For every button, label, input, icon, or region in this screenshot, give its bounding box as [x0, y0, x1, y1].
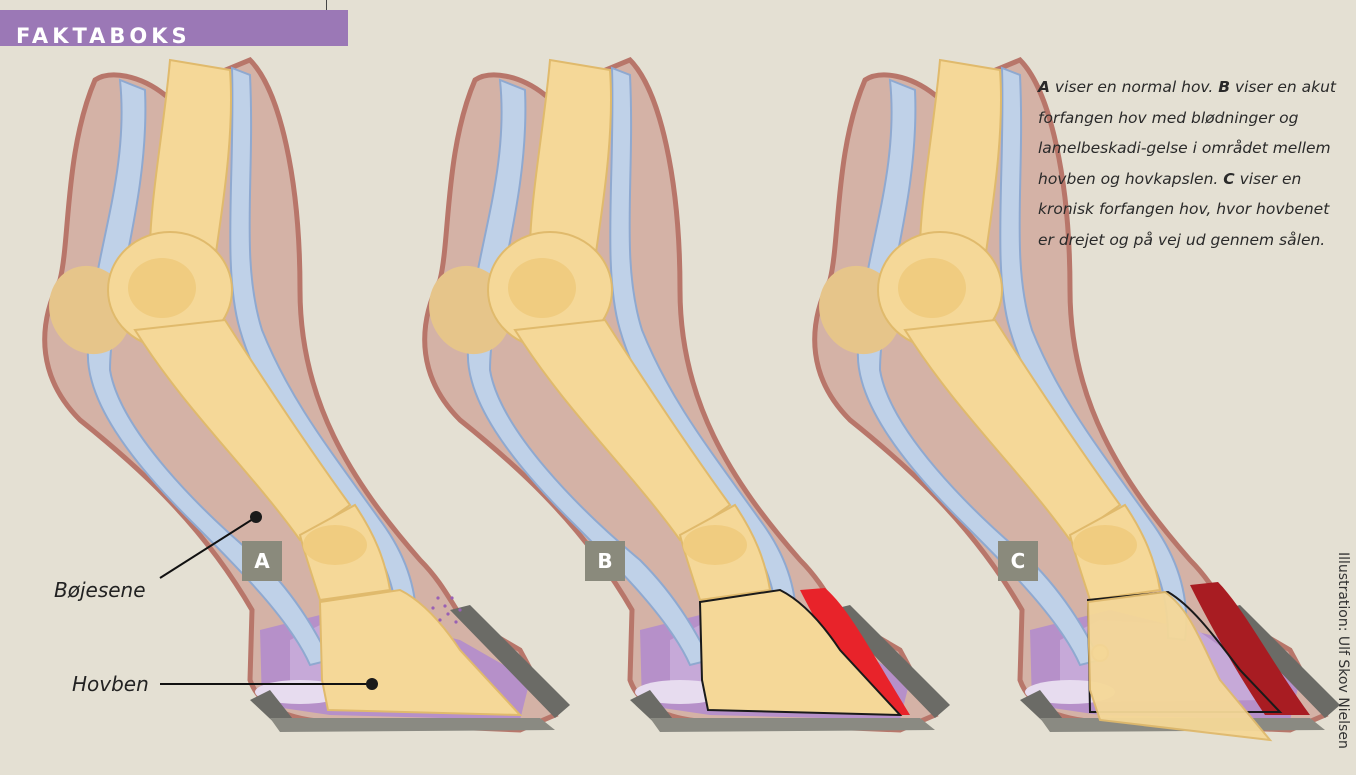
badge-c: C [998, 541, 1038, 581]
coffin-pointer-dot [366, 678, 378, 690]
illustration-credit: Illustration: Ulf Skov Nielsen [1331, 552, 1351, 772]
badge-a: A [242, 541, 282, 581]
caption-a-letter: A [1038, 78, 1050, 96]
caption-text: A viser en normal hov. B viser en akut f… [1038, 72, 1338, 255]
label-coffin-bone: Hovben [72, 672, 149, 696]
caption-a-text: viser en normal hov. [1050, 78, 1218, 96]
tendon-pointer-dot [250, 511, 262, 523]
caption-c-letter: C [1223, 170, 1234, 188]
badge-b: B [585, 541, 625, 581]
caption-b-letter: B [1218, 78, 1230, 96]
faktaboks-header: FAKTABOKS [0, 10, 348, 46]
header-title: FAKTABOKS [16, 24, 191, 48]
label-tendon: Bøjesene [54, 578, 146, 602]
credit-text: Illustration: Ulf Skov Nielsen [1335, 552, 1351, 749]
header-divider [326, 0, 327, 10]
